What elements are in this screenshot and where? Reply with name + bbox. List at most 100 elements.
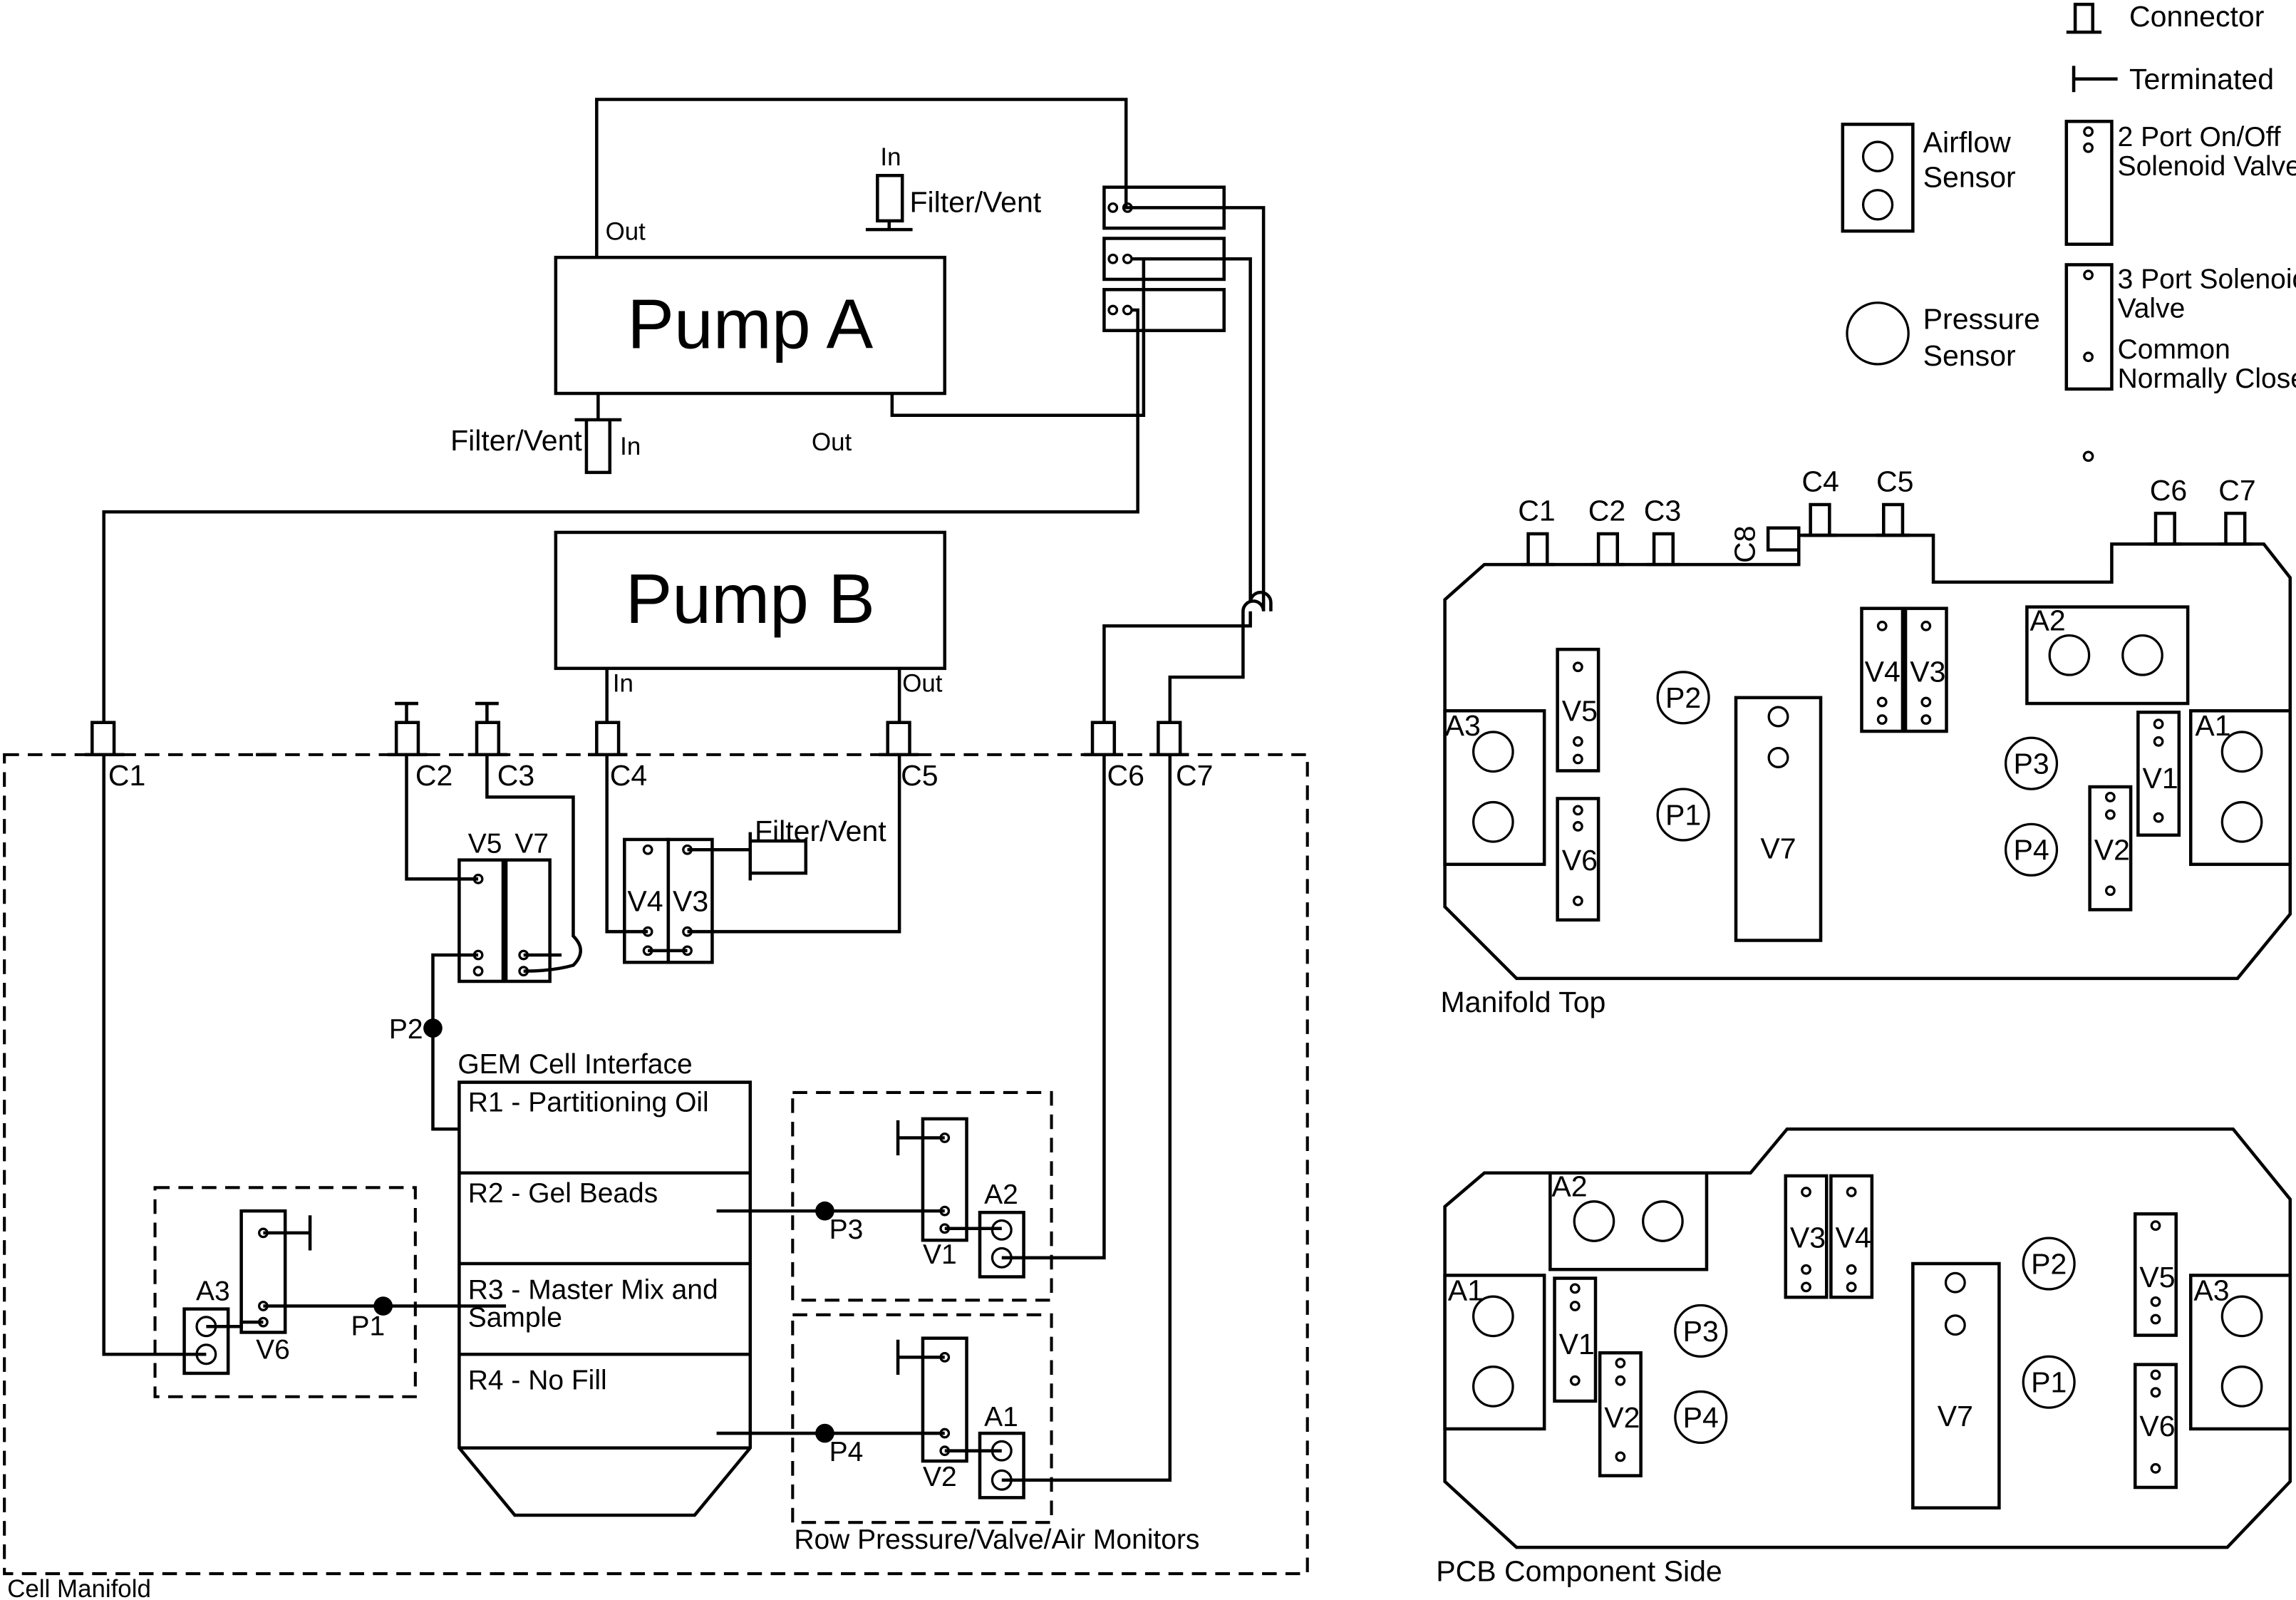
legend-stray-port-icon [2082, 450, 2094, 463]
row-monitor-r3-box [153, 1186, 417, 1398]
legend-connector-icon [2066, 2, 2102, 34]
airflow-sensor-a1 [978, 1431, 1025, 1500]
pcb-v6-label: V6 [2139, 1410, 2175, 1442]
pressure-p3-label: P3 [829, 1214, 864, 1245]
gem-row-r4: R4 - No Fill [468, 1365, 607, 1395]
top-v1-label: V1 [2143, 762, 2178, 795]
connector-c5 [879, 721, 919, 757]
valve-v6-label: V6 [256, 1334, 290, 1365]
top-a3-label: A3 [1445, 709, 1481, 742]
valve-v3 [666, 837, 714, 964]
pcb-p1-label: P1 [2031, 1366, 2067, 1399]
pcb-p2-label: P2 [2031, 1247, 2067, 1280]
legend-airflow-label-2: Sensor [1923, 161, 2016, 194]
legend-connector-label: Connector [2129, 0, 2264, 33]
valve-v5-label: V5 [468, 828, 502, 859]
connector-c6 [1083, 721, 1124, 757]
connector-c5-label: C5 [901, 759, 938, 792]
top-v7-label: V7 [1760, 832, 1796, 865]
legend-three-port-label-2: Valve [2118, 293, 2186, 324]
manifold-filter-vent-icon [687, 832, 808, 881]
pump-a-filter-in-label: In [880, 143, 901, 171]
airflow-sensor-a2 [978, 1210, 1025, 1279]
pcb-a1-label: A1 [1448, 1274, 1484, 1306]
pcb-p4-label: P4 [1683, 1401, 1719, 1434]
top-p3-label: P3 [2013, 748, 2049, 780]
legend-two-port-label-1: 2 Port On/Off [2118, 122, 2281, 153]
airflow-sensor-a3 [182, 1307, 230, 1376]
legend-terminated-icon [2072, 66, 2118, 93]
cell-manifold: Cell Manifold C1 C2 C3 C4 C5 C6 C7 V5 V7 [3, 701, 1309, 1600]
top-c8-label: C8 [1729, 526, 1762, 563]
pump-a-bottom-filter-in-label: In [620, 433, 641, 460]
pcb-v4-label: V4 [1836, 1221, 1871, 1254]
top-v2-label: V2 [2094, 834, 2130, 867]
legend-three-port-note-2: Normally Closed [2118, 363, 2296, 394]
row-monitors-label: Row Pressure/Valve/Air Monitors [794, 1524, 1199, 1555]
pump-a-out-top-label: Out [606, 218, 646, 246]
pump-a: Pump A Out Out In Filter/Vent Filter/Ven… [450, 143, 1042, 475]
pump-b-in-label: In [613, 670, 634, 698]
legend-pressure-sensor-icon [1846, 301, 1910, 366]
pcb-component-side-label: PCB Component Side [1436, 1554, 1722, 1587]
pressure-sensor-p3 [815, 1201, 834, 1221]
legend: Connector Terminated Airflow Sensor Pres… [1841, 0, 2296, 463]
valve-v4-label: V4 [627, 884, 663, 917]
airflow-a1-label: A1 [984, 1402, 1018, 1433]
pressure-p2-label: P2 [389, 1014, 423, 1045]
top-v5-label: V5 [1562, 695, 1598, 728]
pcb-v2-label: V2 [1604, 1401, 1640, 1434]
legend-three-port-valve-icon [2064, 263, 2114, 391]
top-a2-label: A2 [2029, 604, 2065, 636]
top-p4-label: P4 [2013, 834, 2049, 867]
pcb-a3-label: A3 [2193, 1274, 2229, 1306]
top-c4-label: C4 [1801, 465, 1839, 498]
airflow-a2-label: A2 [984, 1180, 1018, 1210]
legend-airflow-label-1: Airflow [1923, 125, 2011, 158]
pump-valve-block [1102, 185, 1226, 333]
pcb-v1-label: V1 [1559, 1328, 1595, 1361]
pressure-sensor-p4 [815, 1423, 834, 1443]
connector-c1 [85, 721, 125, 757]
legend-terminated-label: Terminated [2129, 63, 2274, 96]
row-monitor-r4-box [791, 1313, 1053, 1524]
gem-row-r1: R1 - Partitioning Oil [468, 1088, 709, 1118]
pcb-component-side: A2 A1 V1 V2 P3 P4 V3 V4 V7 P2 P1 [1436, 1127, 2292, 1587]
top-a1-label: A1 [2195, 709, 2230, 742]
pump-a-out-bottom-label: Out [812, 428, 852, 456]
top-c5-label: C5 [1876, 465, 1913, 498]
gem-cell-interface [457, 1080, 753, 1517]
pcb-p3-label: P3 [1683, 1315, 1719, 1348]
top-p1-label: P1 [1665, 798, 1701, 831]
manifold-top-label: Manifold Top [1440, 986, 1605, 1018]
gem-row-r3-line1: R3 - Master Mix and [468, 1274, 718, 1305]
top-c3-label: C3 [1644, 495, 1681, 527]
top-c2-label: C2 [1588, 495, 1625, 527]
top-c7-label: C7 [2218, 474, 2255, 507]
valve-v7-label: V7 [514, 828, 549, 859]
top-c1-label: C1 [1518, 495, 1555, 527]
connector-c4-label: C4 [610, 759, 647, 792]
airflow-a3-label: A3 [196, 1276, 230, 1306]
pump-b-out-label: Out [902, 670, 943, 698]
pump-a-label: Pump A [627, 284, 873, 363]
valve-v1-label: V1 [923, 1239, 957, 1270]
pcb-a2-label: A2 [1551, 1170, 1587, 1203]
connector-c2-label: C2 [415, 759, 453, 792]
valve-v7 [504, 858, 552, 984]
pump-tubing [102, 98, 1273, 723]
pressure-p4-label: P4 [829, 1437, 864, 1467]
connector-c3 [467, 701, 508, 757]
connector-c3-label: C3 [497, 759, 534, 792]
legend-two-port-label-2: Solenoid Valve [2118, 151, 2296, 182]
top-c6-label: C6 [2150, 474, 2187, 507]
legend-airflow-sensor-icon [1841, 123, 1915, 233]
pump-b: Pump B In Out [554, 530, 946, 698]
top-p2-label: P2 [1665, 681, 1701, 714]
valve-v3-label: V3 [673, 884, 708, 917]
cell-manifold-label: Cell Manifold [7, 1575, 151, 1600]
connector-c7 [1149, 721, 1189, 757]
legend-three-port-note-1: Common [2118, 334, 2230, 365]
manifold-filter-vent-label: Filter/Vent [755, 815, 886, 847]
